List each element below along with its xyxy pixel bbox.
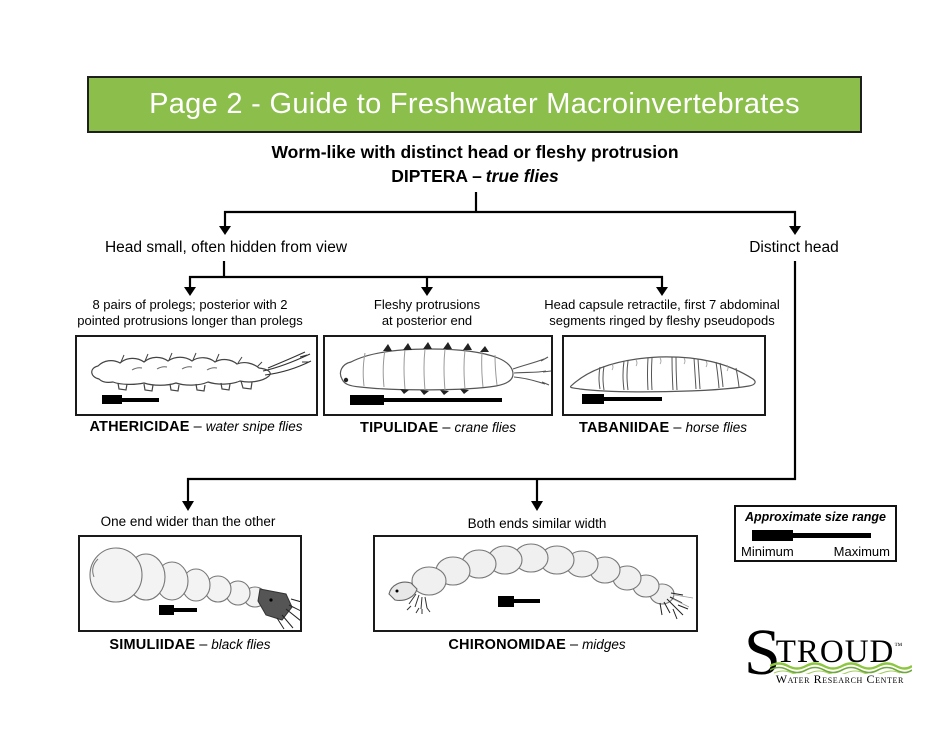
caption-tipulidae: TIPULIDAE–crane flies (288, 420, 588, 436)
desc-athericidae-line2: pointed protrusions longer than prolegs (77, 313, 303, 328)
level2-left-connectors (184, 261, 668, 296)
common-name: black flies (211, 637, 271, 652)
family-name: TIPULIDAE (360, 420, 439, 436)
athericidae-larva-illustration (91, 351, 312, 404)
desc-tabaniidae: Head capsule retractile, first 7 abdomin… (512, 297, 812, 329)
caption-dash: – (193, 419, 202, 435)
legend-maximum-label: Maximum (833, 544, 890, 559)
legend-title: Approximate size range (744, 510, 886, 524)
branch-label-distinct-head: Distinct head (749, 239, 839, 256)
chironomidae-size-bar (498, 596, 540, 607)
caption-dash: – (673, 420, 682, 436)
order-dash: – (472, 166, 482, 186)
desc-tipulidae: Fleshy protrusions at posterior end (327, 297, 527, 329)
caption-simuliidae: SIMULIIDAE–black flies (40, 637, 340, 653)
desc-tabaniidae-line2: segments ringed by fleshy pseudopods (549, 313, 775, 328)
desc-tipulidae-line1: Fleshy protrusions (373, 297, 481, 312)
simuliidae-size-bar (159, 605, 197, 615)
order-name: DIPTERA (391, 166, 469, 186)
legend-size-bar-thick (752, 530, 793, 541)
logo-wordmark-rest: TROUD (775, 634, 895, 670)
order-common-name: true flies (485, 166, 559, 186)
common-name: crane flies (454, 420, 516, 435)
tabaniidae-size-bar (582, 394, 662, 404)
tabaniidae-image-box (562, 335, 766, 416)
tabaniidae-larva-illustration (569, 356, 756, 404)
key-heading: Worm-like with distinct head or fleshy p… (271, 142, 679, 162)
stroud-logo: S TROUD™ Water Research Center (744, 616, 914, 691)
logo-waves-icon (769, 662, 912, 674)
desc-chironomidae: Both ends similar width (467, 516, 607, 531)
caption-chironomidae: CHIRONOMIDAE–midges (387, 637, 687, 653)
caption-tabaniidae: TABANIIDAE–horse flies (513, 420, 813, 436)
trademark-symbol: ™ (894, 641, 903, 650)
logo-right-block: TROUD™ Water Research Center (769, 627, 912, 687)
desc-simuliidae: One end wider than the other (100, 514, 276, 529)
chironomidae-image-box (373, 535, 698, 632)
logo-initial: S (744, 616, 781, 689)
chironomidae-larva-illustration (388, 543, 694, 620)
size-range-legend: Approximate size range Minimum Maximum (734, 505, 897, 562)
order-heading: DIPTERA–true flies (0, 166, 950, 187)
athericidae-image-box (75, 335, 318, 416)
caption-dash: – (442, 420, 451, 436)
logo-wordmark: TROUD™ (776, 634, 912, 669)
legend-minimum-label: Minimum (741, 544, 794, 559)
simuliidae-larva-illustration (89, 547, 300, 630)
page-banner: Page 2 - Guide to Freshwater Macroinvert… (87, 76, 862, 133)
page-title: Page 2 - Guide to Freshwater Macroinvert… (149, 88, 800, 120)
legend-size-bar-thin (793, 533, 871, 538)
tipulidae-image-box (323, 335, 553, 416)
desc-athericidae: 8 pairs of prolegs; posterior with 2 poi… (50, 297, 330, 329)
common-name: water snipe flies (205, 419, 303, 434)
desc-tabaniidae-line1: Head capsule retractile, first 7 abdomin… (544, 297, 780, 312)
athericidae-size-bar (102, 395, 159, 404)
common-name: horse flies (685, 420, 747, 435)
desc-athericidae-line1: 8 pairs of prolegs; posterior with 2 (92, 297, 288, 312)
tipulidae-size-bar (350, 395, 502, 405)
caption-dash: – (569, 637, 579, 653)
caption-dash: – (199, 637, 208, 653)
simuliidae-image-box (78, 535, 302, 632)
branch-label-head-small: Head small, often hidden from view (104, 239, 348, 256)
caption-athericidae: ATHERICIDAE–water snipe flies (46, 419, 346, 435)
family-name: TABANIIDAE (579, 420, 670, 436)
common-name: midges (582, 637, 626, 652)
logo-subtext: Water Research Center (775, 672, 904, 686)
level1-connectors (219, 192, 801, 235)
family-name: ATHERICIDAE (89, 419, 190, 435)
desc-tipulidae-line2: at posterior end (381, 313, 473, 328)
family-name: CHIRONOMIDAE (448, 637, 566, 653)
tipulidae-larva-illustration (339, 342, 551, 405)
family-name: SIMULIIDAE (109, 637, 196, 653)
